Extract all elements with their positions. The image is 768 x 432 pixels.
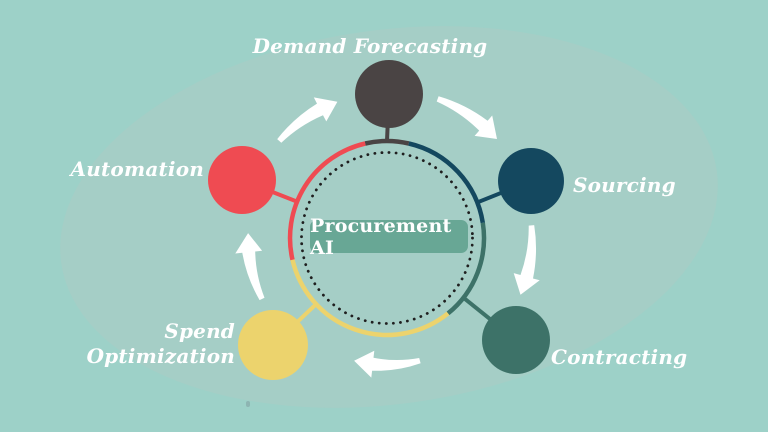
arrow-sourcing-to-contracting-icon [513,225,540,295]
arrow-demand-forecasting-to-sourcing-icon [436,96,497,139]
node-circle-sourcing [498,148,564,214]
center-box: Procurement AI [310,215,468,259]
center-label: Procurement AI [310,214,452,259]
arrow-spend-optimization-to-automation-icon [235,233,265,301]
arrow-contracting-to-spend-optimization-icon [354,350,421,378]
node-label-spend-optimization: Spend Optimization [86,319,235,368]
node-label-contracting: Contracting [551,345,688,369]
ring-arc-2 [446,222,487,316]
ring-arc-3 [290,259,450,338]
ring-arc-1 [408,141,486,224]
dotted-circle [300,151,474,325]
node-label-sourcing: Sourcing [573,173,676,197]
node-label-demand-forecasting: Demand Forecasting [252,34,488,58]
node-label-automation: Automation [70,157,204,181]
arrow-automation-to-demand-forecasting-icon [277,97,338,143]
artifact-speck [246,401,250,407]
node-circle-demand-forecasting [355,60,423,128]
node-circle-automation [208,146,276,214]
ring-arc-0 [364,138,410,146]
node-circle-spend-optimization [238,310,308,380]
ring-arc-4 [287,141,366,261]
node-circle-contracting [482,306,550,374]
